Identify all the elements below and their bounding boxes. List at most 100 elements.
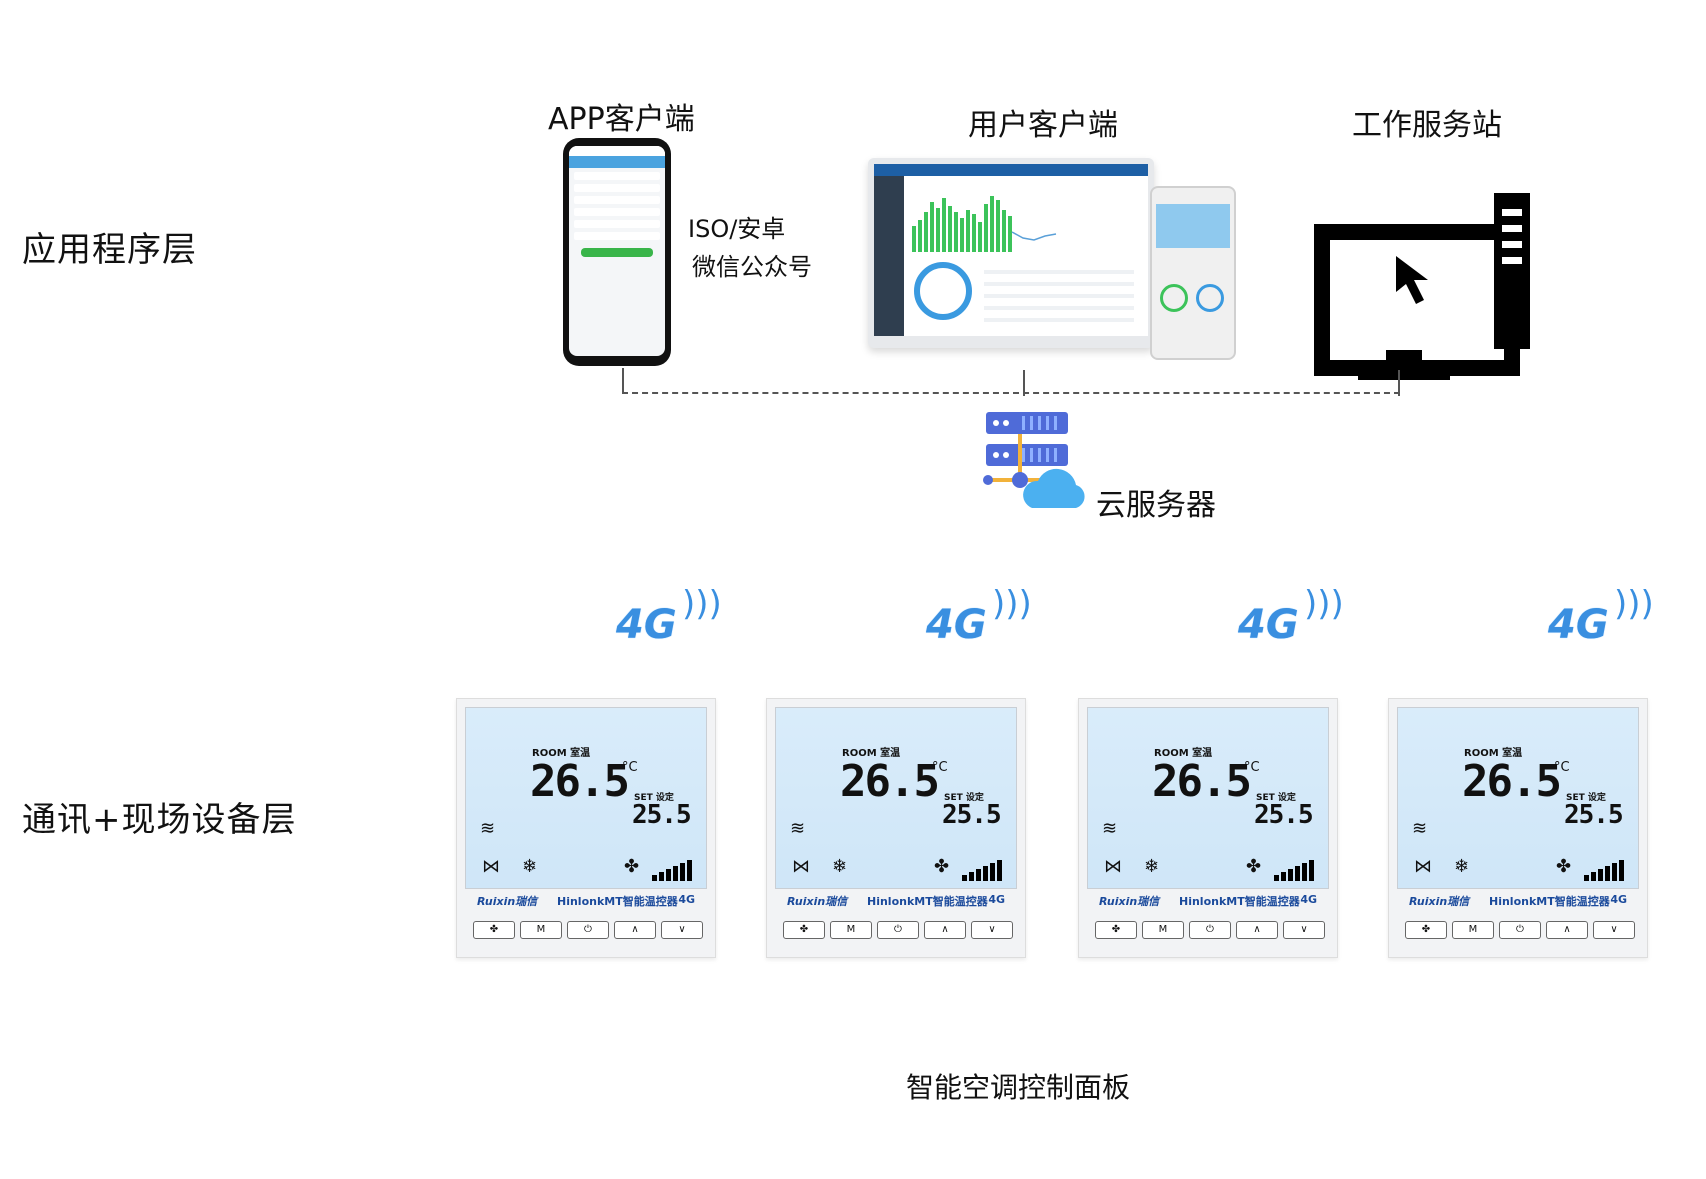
workstation-tower bbox=[1494, 193, 1530, 349]
temp-unit: °C bbox=[1244, 760, 1260, 775]
temp-unit: °C bbox=[1554, 760, 1570, 775]
wifi-icon: ≋ bbox=[1102, 818, 1118, 839]
power-button[interactable]: ⏻ bbox=[567, 921, 609, 939]
fan-speed-icon bbox=[1274, 860, 1316, 881]
temp-unit: °C bbox=[932, 760, 948, 775]
network-badge-4: 4G))) bbox=[1548, 584, 1654, 648]
device-layer-label: 通讯+现场设备层 bbox=[22, 800, 297, 840]
brand-logo: Ruixin瑞信 bbox=[477, 895, 538, 908]
workstation-label: 工作服务站 bbox=[1352, 108, 1502, 143]
up-button[interactable]: ∧ bbox=[614, 921, 656, 939]
fan-icon: ✤ bbox=[1556, 856, 1572, 877]
network-label: 4G bbox=[616, 602, 677, 648]
cloud-server-label: 云服务器 bbox=[1096, 488, 1216, 523]
temp-unit: °C bbox=[622, 760, 638, 775]
valve-icon: ⋈ bbox=[792, 856, 810, 877]
model-label: HinlonkMT智能温控器 bbox=[867, 895, 988, 908]
fan-button[interactable]: ✤ bbox=[1095, 921, 1137, 939]
valve-icon: ⋈ bbox=[1414, 856, 1432, 877]
cursor-icon bbox=[1396, 256, 1428, 304]
network-mini-badge: 4G bbox=[1300, 893, 1317, 906]
set-temp: 25.5 bbox=[1254, 800, 1314, 830]
brand-logo: Ruixin瑞信 bbox=[1099, 895, 1160, 908]
set-temp: 25.5 bbox=[632, 800, 692, 830]
set-label: SET 设定 bbox=[634, 793, 674, 803]
model-label: HinlonkMT智能温控器 bbox=[1489, 895, 1610, 908]
network-badge-2: 4G))) bbox=[926, 584, 1032, 648]
app-platform-label: ISO/安卓 bbox=[688, 215, 786, 243]
room-label: ROOM 室温 bbox=[1154, 748, 1213, 759]
room-label: ROOM 室温 bbox=[1464, 748, 1523, 759]
room-temp: 26.5 bbox=[840, 756, 940, 807]
fan-button[interactable]: ✤ bbox=[1405, 921, 1447, 939]
signal-icon: ))) bbox=[1304, 584, 1344, 624]
cloud-server-icon bbox=[983, 412, 1085, 508]
power-button[interactable]: ⏻ bbox=[1499, 921, 1541, 939]
power-button[interactable]: ⏻ bbox=[877, 921, 919, 939]
mode-button[interactable]: M bbox=[830, 921, 872, 939]
down-button[interactable]: ∨ bbox=[1593, 921, 1635, 939]
laptop-dashboard bbox=[868, 158, 1154, 348]
mode-button[interactable]: M bbox=[1142, 921, 1184, 939]
wifi-icon: ≋ bbox=[790, 818, 806, 839]
room-label: ROOM 室温 bbox=[842, 748, 901, 759]
fan-icon: ✤ bbox=[934, 856, 950, 877]
caption: 智能空调控制面板 bbox=[906, 1071, 1131, 1104]
fan-icon: ✤ bbox=[1246, 856, 1262, 877]
up-button[interactable]: ∧ bbox=[1546, 921, 1588, 939]
network-label: 4G bbox=[1238, 602, 1299, 648]
model-label: HinlonkMT智能温控器 bbox=[1179, 895, 1300, 908]
network-badge-1: 4G))) bbox=[616, 584, 722, 648]
down-button[interactable]: ∨ bbox=[661, 921, 703, 939]
set-temp: 25.5 bbox=[942, 800, 1002, 830]
room-temp: 26.5 bbox=[1152, 756, 1252, 807]
model-label: HinlonkMT智能温控器 bbox=[557, 895, 678, 908]
app-wechat-label: 微信公众号 bbox=[692, 253, 812, 281]
mode-button[interactable]: M bbox=[1452, 921, 1494, 939]
snowflake-icon: ❄ bbox=[1144, 856, 1160, 877]
app-client-label: APP客户端 bbox=[548, 102, 695, 137]
dashboard-chart-icon bbox=[912, 196, 1057, 252]
fan-button[interactable]: ✤ bbox=[783, 921, 825, 939]
network-bus bbox=[622, 392, 1400, 394]
brand-logo: Ruixin瑞信 bbox=[1409, 895, 1470, 908]
signal-icon: ))) bbox=[1614, 584, 1654, 624]
wifi-icon: ≋ bbox=[1412, 818, 1428, 839]
network-label: 4G bbox=[1548, 602, 1609, 648]
snowflake-icon: ❄ bbox=[522, 856, 538, 877]
network-label: 4G bbox=[926, 602, 987, 648]
room-temp: 26.5 bbox=[530, 756, 630, 807]
network-mini-badge: 4G bbox=[988, 893, 1005, 906]
network-badge-3: 4G))) bbox=[1238, 584, 1344, 648]
down-button[interactable]: ∨ bbox=[1283, 921, 1325, 939]
set-temp: 25.5 bbox=[1564, 800, 1624, 830]
set-label: SET 设定 bbox=[944, 793, 984, 803]
up-button[interactable]: ∧ bbox=[1236, 921, 1278, 939]
set-label: SET 设定 bbox=[1566, 793, 1606, 803]
snowflake-icon: ❄ bbox=[1454, 856, 1470, 877]
fan-speed-icon bbox=[652, 860, 694, 881]
down-button[interactable]: ∨ bbox=[971, 921, 1013, 939]
mode-button[interactable]: M bbox=[520, 921, 562, 939]
signal-icon: ))) bbox=[682, 584, 722, 624]
phone-device bbox=[563, 138, 671, 366]
up-button[interactable]: ∧ bbox=[924, 921, 966, 939]
app-layer-label: 应用程序层 bbox=[22, 230, 197, 270]
room-label: ROOM 室温 bbox=[532, 748, 591, 759]
snowflake-icon: ❄ bbox=[832, 856, 848, 877]
fan-button[interactable]: ✤ bbox=[473, 921, 515, 939]
power-button[interactable]: ⏻ bbox=[1189, 921, 1231, 939]
tablet-device bbox=[1150, 186, 1236, 360]
user-client-label: 用户客户端 bbox=[968, 108, 1118, 143]
room-temp: 26.5 bbox=[1462, 756, 1562, 807]
signal-icon: ))) bbox=[992, 584, 1032, 624]
fan-speed-icon bbox=[1584, 860, 1626, 881]
wifi-icon: ≋ bbox=[480, 818, 496, 839]
valve-icon: ⋈ bbox=[482, 856, 500, 877]
